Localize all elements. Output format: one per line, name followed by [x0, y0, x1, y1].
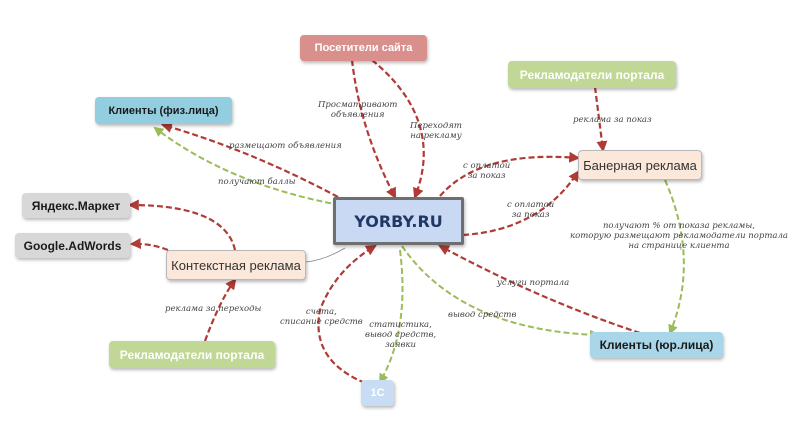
edge-visitors-view [350, 59, 397, 199]
edge-place-ads [160, 122, 339, 198]
label-percent-line3: на странице клиента [628, 241, 730, 251]
edge-paid-display [462, 170, 580, 237]
label-go-to-ad-line2: на рекламу [410, 131, 462, 141]
label-stats: статистика, вывод средств, заявки [365, 320, 436, 350]
label-go-to-ad-line1: Переходят [410, 121, 462, 131]
label-paid-display-line2: за показ [511, 210, 550, 220]
node-clients-legal[interactable]: Клиенты (юр.лица) [590, 332, 723, 358]
label-paid-views: с оплатой за показ [463, 161, 510, 181]
label-percent-line2: которую размещают рекламодатели портала [570, 231, 788, 241]
label-go-to-ad: Переходят на рекламу [410, 121, 462, 141]
label-percent-line1: получают % от показа рекламы, [602, 221, 755, 231]
label-paid-views-line1: с оплатой [463, 161, 511, 171]
connector-context-ads [305, 247, 346, 263]
node-context-ads[interactable]: Контекстная реклама [166, 250, 306, 280]
edge-stats [379, 249, 404, 384]
label-ad-per-click: реклама за переходы [165, 304, 262, 314]
node-banner-ads[interactable]: Банерная реклама [578, 150, 702, 180]
edge-paid-views [439, 151, 581, 197]
label-view-ads-line1: Просматривают [318, 100, 398, 110]
label-paid-display: с оплатой за показ [507, 200, 554, 220]
edge-ad-per-view [593, 86, 608, 153]
edge-invoices [317, 244, 377, 385]
node-visitors[interactable]: Посетители сайта [300, 35, 427, 61]
label-stats-line3: заявки [385, 340, 416, 350]
label-paid-views-line2: за показ [467, 171, 506, 181]
edge-get-points [153, 126, 341, 206]
center-node-yorby[interactable]: YORBY.RU [333, 197, 464, 245]
node-clients-individuals[interactable]: Клиенты (физ.лица) [95, 97, 232, 124]
label-view-ads: Просматривают объявления [318, 100, 397, 120]
label-invoices: счета, списание средств [280, 307, 363, 327]
node-advertisers-bottom[interactable]: Рекламодатели портала [109, 341, 275, 368]
label-stats-line2: вывод средств, [365, 330, 437, 340]
label-percent: получают % от показа рекламы, которую ра… [570, 221, 788, 251]
node-yandex-market[interactable]: Яндекс.Маркет [22, 193, 130, 218]
label-ad-per-view: реклама за показ [573, 115, 652, 125]
node-google-adwords[interactable]: Google.AdWords [15, 233, 130, 258]
label-stats-line1: статистика, [369, 320, 432, 330]
label-withdraw: вывод средств [448, 310, 517, 320]
label-place-ads: размещают объявления [229, 141, 342, 151]
label-get-points: получают баллы [218, 177, 296, 187]
node-advertisers-top[interactable]: Рекламодатели портала [508, 61, 676, 88]
edge-to-google [129, 238, 169, 252]
edge-visitors-go [371, 59, 425, 200]
node-1c[interactable]: 1С [361, 380, 394, 406]
label-view-ads-line2: объявления [330, 110, 385, 120]
edge-withdraw [401, 245, 600, 340]
label-portal-services: услуги портала [497, 278, 570, 288]
edge-portal-services [438, 244, 641, 335]
edge-to-yandex [127, 199, 237, 251]
label-invoices-line1: счета, [305, 307, 337, 317]
label-paid-display-line1: с оплатой [507, 200, 555, 210]
edge-ad-per-click [203, 278, 237, 342]
edge-percent [664, 179, 685, 335]
label-invoices-line2: списание средств [280, 317, 363, 327]
